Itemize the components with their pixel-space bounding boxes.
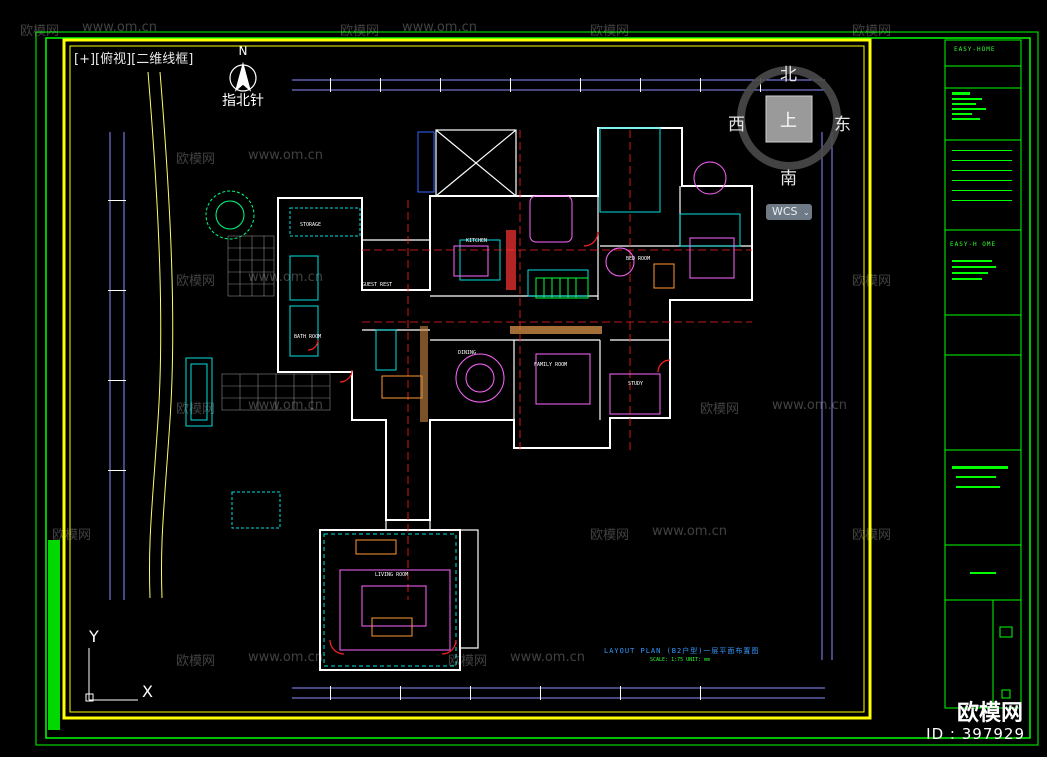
watermark-id: ID : 397929 bbox=[926, 725, 1025, 743]
title-block bbox=[944, 39, 1022, 709]
plan-scale: SCALE: 1:75 UNIT: mm bbox=[650, 657, 711, 663]
terrace-grid bbox=[221, 235, 331, 411]
left-strip bbox=[48, 540, 60, 730]
viewport-label-text[interactable]: [+][俯视][二维线框] bbox=[74, 52, 194, 67]
axes-and-doors bbox=[307, 130, 752, 655]
ucs-y-label: Y bbox=[89, 627, 99, 646]
watermark-logo: 欧模网 bbox=[956, 701, 1023, 726]
viewcube-north[interactable]: 北 bbox=[780, 65, 797, 85]
wcs-menu[interactable]: WCS ⌄ bbox=[766, 204, 812, 220]
viewport-frame-inner bbox=[69, 45, 865, 713]
title-block-company-mid: EASY-H OME bbox=[950, 241, 997, 248]
wcs-label[interactable]: WCS bbox=[772, 205, 798, 218]
watermark-site: www.om.cn bbox=[772, 398, 847, 413]
room-storage: STORAGE bbox=[300, 222, 322, 228]
room-study: STUDY bbox=[628, 381, 644, 387]
dimension-lines bbox=[109, 79, 833, 699]
dim-ticks bbox=[108, 78, 761, 700]
room-bedroom: BED ROOM bbox=[626, 256, 651, 262]
furniture bbox=[339, 161, 735, 651]
watermark-brand: 欧模网 bbox=[448, 654, 488, 669]
viewport-frame bbox=[62, 38, 872, 720]
stairs bbox=[417, 131, 589, 299]
watermark-site: www.om.cn bbox=[248, 650, 323, 665]
garden bbox=[205, 190, 255, 240]
watermark-site: www.om.cn bbox=[248, 398, 323, 413]
watermark-brand: 欧模网 bbox=[20, 24, 60, 39]
watermark-brand: 欧模网 bbox=[700, 402, 740, 417]
plan-title: LAYOUT PLAN (B2户型)一层平面布置图 bbox=[604, 647, 760, 655]
title-block-company-top: EASY-HOME bbox=[954, 46, 996, 53]
sheet-border bbox=[45, 37, 1031, 739]
viewcube-graphic bbox=[737, 66, 841, 170]
watermark-brand: 欧模网 bbox=[52, 528, 92, 543]
watermark-brand: 欧模网 bbox=[852, 274, 892, 289]
room-bath: BATH ROOM bbox=[294, 334, 322, 340]
watermark-site: www.om.cn bbox=[652, 524, 727, 539]
site-road bbox=[147, 71, 174, 599]
title-block-fills bbox=[952, 92, 1013, 699]
watermark-brand: 欧模网 bbox=[590, 24, 630, 39]
north-arrow-symbol bbox=[229, 61, 257, 92]
viewcube-top-face[interactable]: 上 bbox=[780, 111, 797, 131]
watermark-brand: 欧模网 bbox=[852, 24, 892, 39]
room-dining: DINING bbox=[458, 350, 477, 356]
ucs-x-label: X bbox=[142, 682, 153, 701]
viewcube-south[interactable]: 南 bbox=[780, 169, 797, 189]
hatch bbox=[420, 230, 602, 422]
watermark-brand: 欧模网 bbox=[176, 274, 216, 289]
watermark-site: www.om.cn bbox=[402, 20, 477, 35]
viewcube-east[interactable]: 东 bbox=[834, 115, 851, 135]
watermark-brand: 欧模网 bbox=[176, 402, 216, 417]
viewport-controls-label[interactable]: [+][俯视][二维线框] bbox=[74, 48, 193, 67]
viewcube-west[interactable]: 西 bbox=[728, 115, 745, 135]
watermark-site: www.om.cn bbox=[248, 148, 323, 163]
building-walls bbox=[277, 127, 753, 521]
furniture-orange bbox=[355, 263, 675, 637]
watermark-site: www.om.cn bbox=[248, 270, 323, 285]
watermark-brand: 欧模网 bbox=[590, 528, 630, 543]
room-living: LIVING ROOM bbox=[375, 572, 409, 578]
watermark-brand: 欧模网 bbox=[176, 152, 216, 167]
room-kitchen: KITCHEN bbox=[466, 238, 488, 244]
watermark-brand: 欧模网 bbox=[852, 528, 892, 543]
room-family: FAMILY ROOM bbox=[534, 362, 568, 368]
watermark-brand: 欧模网 bbox=[176, 654, 216, 669]
pool bbox=[185, 357, 281, 529]
north-arrow: N 指北针 bbox=[216, 44, 270, 110]
cyan-details bbox=[289, 127, 741, 667]
chevron-down-icon: ⌄ bbox=[803, 208, 810, 217]
watermark-site: www.om.cn bbox=[82, 20, 157, 35]
north-caption: 指北针 bbox=[222, 93, 264, 109]
watermark-site: www.om.cn bbox=[510, 650, 585, 665]
room-guest: GUEST REST bbox=[362, 282, 393, 288]
ucs-icon-graphic bbox=[85, 648, 138, 702]
watermark-brand: 欧模网 bbox=[340, 24, 380, 39]
viewcube[interactable]: 北 南 东 西 上 bbox=[728, 60, 858, 230]
sheet-border-outer bbox=[35, 31, 1039, 746]
north-letter: N bbox=[238, 44, 248, 58]
